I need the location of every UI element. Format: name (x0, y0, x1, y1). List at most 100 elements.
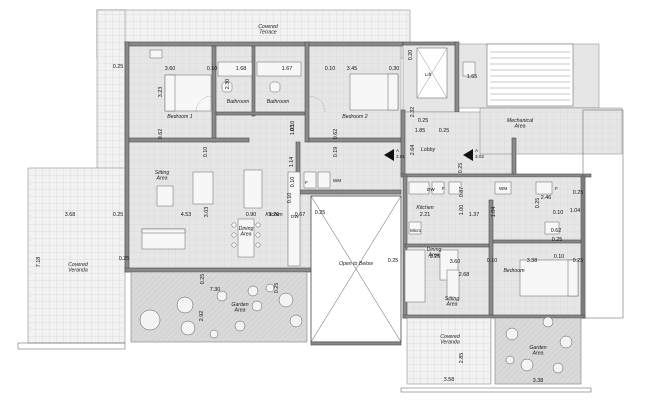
dimension-label: 0.25 (418, 118, 429, 124)
dimension-label: 1.65 (467, 74, 478, 80)
dimension-label: 0.62 (551, 228, 562, 234)
dimension-label: 0.25 (274, 283, 280, 294)
dimension-label: 0.25 (119, 256, 130, 262)
dimension-label: 1.14 (289, 157, 295, 168)
dimension-label: 0.19 (333, 147, 339, 158)
room-label-bathroom-b: Bathroom (267, 99, 290, 105)
dimension-label: 1.20 (269, 212, 280, 218)
dimension-label: 0.25 (573, 190, 584, 196)
lift-tag: Lift (425, 72, 432, 77)
dimension-label: 0.25 (113, 64, 124, 70)
dimension-label: 3.68 (65, 212, 76, 218)
dimension-label: 0.25 (430, 254, 441, 260)
sitting-area (141, 169, 263, 250)
core (402, 41, 600, 113)
dimension-label: 0.10 (290, 177, 296, 188)
kitchen-dining (231, 171, 331, 267)
dimension-label: 3.23 (158, 87, 164, 98)
section-a1-number: 3.01 (396, 154, 405, 159)
garden-area-left (130, 271, 308, 343)
room-label-kitchen: Kitchen (265, 212, 282, 218)
dimension-label: 0.67 (295, 212, 306, 218)
fridge-tag-1: F (305, 180, 308, 185)
dimension-label: 7.18 (36, 257, 42, 268)
dw-tag-2: DW (291, 214, 299, 219)
dimension-label: 0.87 (459, 187, 465, 198)
dimension-label: 3.45 (347, 66, 358, 72)
dimension-label: 0.10 (290, 121, 296, 132)
dimension-label: 1.37 (469, 212, 480, 218)
dimension-label: 2.21 (420, 212, 431, 218)
covered-veranda-left (17, 167, 126, 350)
dimension-label: 0.25 (388, 258, 399, 264)
dimension-label: 0.90 (246, 212, 257, 218)
dimension-label: 0.10 (554, 254, 565, 260)
bathrooms (217, 61, 302, 93)
section-a1-letter: A (396, 148, 400, 153)
section-a2-letter: A (475, 148, 479, 153)
room-label-bedroom3: Bedroom (503, 268, 525, 274)
room-label-bathroom-a: Bathroom (227, 99, 250, 105)
dimension-label: 1.85 (415, 128, 426, 134)
dimension-label: 0.25 (552, 237, 563, 243)
wm-tag-2: WM (499, 186, 507, 191)
dimension-label: 3.60 (450, 259, 461, 265)
garden-area-right (494, 316, 582, 385)
dimension-label: 0.25 (458, 163, 464, 174)
bedroom-1 (149, 49, 213, 113)
outline-right (582, 109, 624, 319)
dimension-label: 1.00 (459, 205, 465, 216)
lobby-mechanical (400, 107, 623, 178)
dimension-label: 2.92 (199, 311, 205, 322)
section-a2-number: 3.02 (475, 154, 484, 159)
fridge-tag-2: F (442, 186, 445, 191)
dimension-label: 4.53 (181, 212, 192, 218)
dimension-label: 7.30 (210, 287, 221, 293)
section-marker-a2: A 3.02 (463, 148, 484, 161)
dimension-label: 0.10 (325, 66, 336, 72)
dimension-label: 0.25 (573, 258, 584, 264)
dimension-label: 2.46 (541, 195, 552, 201)
dw-tag-1: DW (427, 187, 435, 192)
dimension-label: 0.30 (389, 66, 400, 72)
dimension-label: 0.10 (203, 147, 209, 158)
dimension-label: 3.38 (533, 378, 544, 384)
dimension-label: 3.58 (444, 377, 455, 383)
dimension-label: 1.05 (290, 125, 296, 136)
bedroom-2 (308, 73, 399, 113)
dimension-label: 0.25 (439, 128, 450, 134)
dimension-label: 0.20 (408, 50, 414, 61)
dimension-label: 0.10 (287, 193, 293, 204)
dimension-label: 1.67 (282, 66, 293, 72)
right-unit (402, 175, 586, 319)
micro-tag: Micro (410, 228, 422, 233)
room-label-kitchen2: Kitchen (416, 205, 433, 211)
dimension-label: 2.68 (459, 272, 470, 278)
room-label-lobby: Lobby (421, 147, 436, 153)
dimension-label: 3.38 (527, 258, 538, 264)
dimension-label: 0.25 (315, 210, 326, 216)
fridge-tag-3: F (555, 186, 558, 191)
open-to-below (310, 195, 402, 346)
dimension-label: 0.25 (535, 198, 541, 209)
dimension-label: 2.30 (225, 79, 231, 90)
outline-bottom (400, 387, 592, 393)
dimension-label: 3.60 (165, 66, 176, 72)
dimension-label: 2.64 (410, 145, 416, 156)
dimension-label: 0.10 (553, 210, 564, 216)
section-marker-a1: A 3.01 (384, 148, 405, 161)
dimension-label: 0.62 (333, 129, 339, 140)
room-label-open-to-below: Open to Below (339, 261, 374, 267)
dimension-label: 3.03 (204, 207, 210, 218)
room-label-bedroom1: Bedroom 1 (167, 114, 192, 120)
